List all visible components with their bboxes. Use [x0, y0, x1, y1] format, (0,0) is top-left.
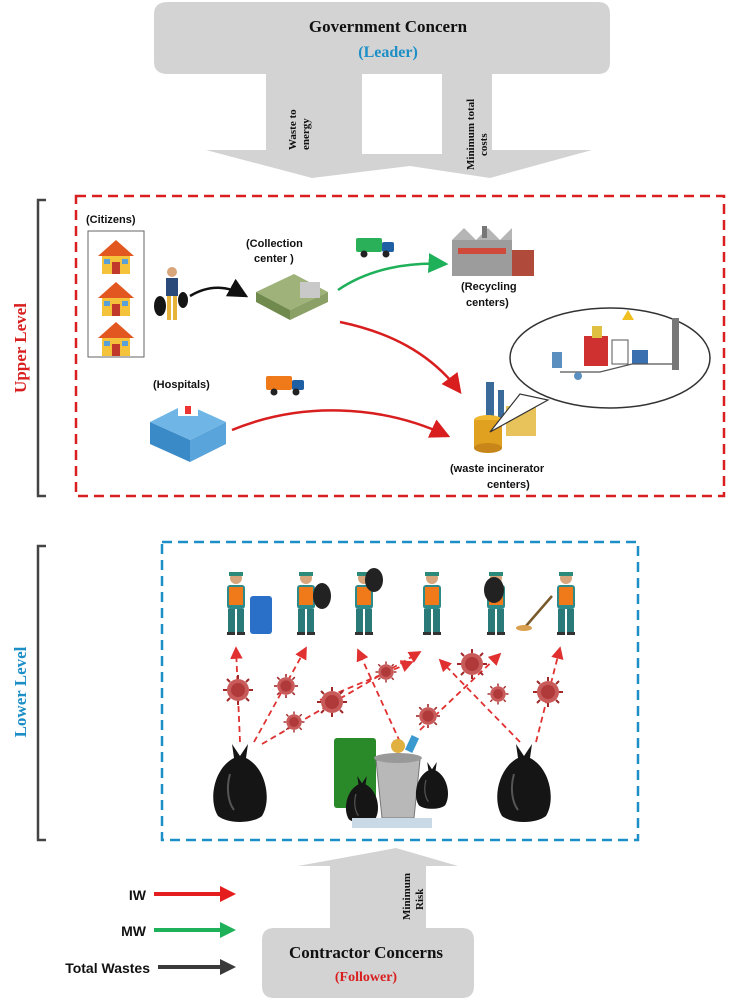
broom-handle-icon	[525, 595, 553, 627]
lower-bracket	[36, 544, 46, 842]
government-concern-title: Government Concern	[309, 17, 468, 36]
waste-pile	[212, 735, 552, 828]
collection-label-line2: center )	[254, 253, 294, 265]
recycling-label-line1: (Recycling	[461, 281, 517, 293]
arrow-gap	[362, 74, 442, 154]
virus-icon-9	[532, 676, 564, 708]
garbage-bag-icon-4	[496, 743, 552, 823]
trash-can-icon	[375, 759, 421, 819]
legend-mw-label: MW	[121, 923, 147, 939]
virus-icon-7	[415, 703, 441, 729]
lower-level-label: Lower Level	[11, 646, 30, 737]
minimum-total-costs-line1: Minimum total	[465, 99, 477, 170]
green-truck-icon	[356, 238, 394, 258]
iw-arrow-collection-to-incinerator	[339, 320, 462, 394]
orange-truck-icon	[266, 376, 304, 396]
legend-mw-arrowhead	[220, 922, 236, 938]
broom-head-icon	[516, 625, 532, 631]
trash-can-lid-icon	[374, 753, 422, 763]
follower-label: (Follower)	[335, 970, 398, 985]
legend-iw-label: IW	[129, 887, 147, 903]
virus-icon-3	[282, 710, 306, 734]
worker-bag-icon-3	[484, 577, 504, 603]
worker-icon-2	[297, 572, 315, 635]
waste-to-energy-line2: energy	[300, 118, 312, 150]
citizen-with-bag-icon	[154, 267, 188, 320]
infection-risk-arrows	[230, 646, 564, 745]
upper-level-section: Upper Level (Citizens) (Collection cente…	[11, 194, 726, 498]
recycling-center-icon	[452, 226, 534, 276]
government-concern-box: Government Concern (Leader) Waste to ene…	[154, 2, 610, 178]
hospitals-label: (Hospitals)	[153, 379, 210, 391]
legend-total-wastes-arrowhead	[220, 959, 236, 975]
minimum-risk-line2: Risk	[414, 888, 426, 910]
legend-iw-arrowhead	[220, 886, 236, 902]
virus-icon-2	[273, 673, 299, 699]
worker-icon-1	[227, 572, 245, 635]
upper-level-label: Upper Level	[11, 303, 30, 393]
worker-bag-icon-2	[365, 568, 383, 592]
upper-bracket	[36, 198, 46, 498]
virus-icon-1	[222, 674, 254, 706]
collection-center-icon	[256, 274, 328, 320]
incineration-process-bubble	[489, 307, 711, 433]
minimum-total-costs-line2: costs	[478, 133, 490, 156]
waste-to-energy-line1: Waste to	[287, 109, 299, 150]
citizens-label: (Citizens)	[86, 214, 136, 226]
total-wastes-arrow	[189, 278, 249, 298]
collection-label-line1: (Collection	[246, 238, 303, 250]
workers-row	[227, 568, 575, 635]
legend: IW MW Total Wastes	[65, 886, 236, 976]
leader-label: (Leader)	[358, 44, 418, 61]
virus-icons	[222, 648, 564, 734]
virus-icon-4	[316, 686, 348, 718]
incinerator-label-line1: (waste incinerator	[450, 463, 545, 475]
worker-bag-icon-1	[313, 583, 331, 609]
lower-level-section: Lower Level	[11, 540, 640, 842]
follower-arrow-shape	[262, 848, 474, 998]
virus-icon-8	[486, 682, 510, 706]
recycling-label-line2: centers)	[466, 297, 509, 309]
incinerator-label-line2: centers)	[487, 479, 530, 491]
mw-arrow-to-recycling	[337, 253, 449, 292]
upper-level-frame	[74, 194, 726, 498]
virus-icon-5	[374, 660, 398, 684]
waste-item-icon-1	[391, 739, 405, 753]
minimum-risk-line1: Minimum	[401, 873, 413, 920]
blue-bin-icon	[250, 596, 272, 634]
contractor-concerns-title: Contractor Concerns	[289, 943, 443, 962]
virus-icon-6	[456, 648, 488, 680]
garbage-bag-icon-3	[415, 761, 449, 810]
waste-debris-icon	[352, 818, 432, 828]
waste-item-icon-2	[404, 735, 420, 753]
hospital-icon	[150, 404, 226, 462]
garbage-bag-icon-1	[212, 743, 268, 823]
contractor-concern-box: Minimum Risk Contractor Concerns (Follow…	[262, 848, 474, 998]
iw-arrow-hospital-to-incinerator	[231, 409, 451, 438]
worker-icon-6	[557, 572, 575, 635]
lower-level-frame	[160, 540, 640, 842]
legend-total-wastes-label: Total Wastes	[65, 960, 150, 976]
worker-icon-4	[423, 572, 441, 635]
